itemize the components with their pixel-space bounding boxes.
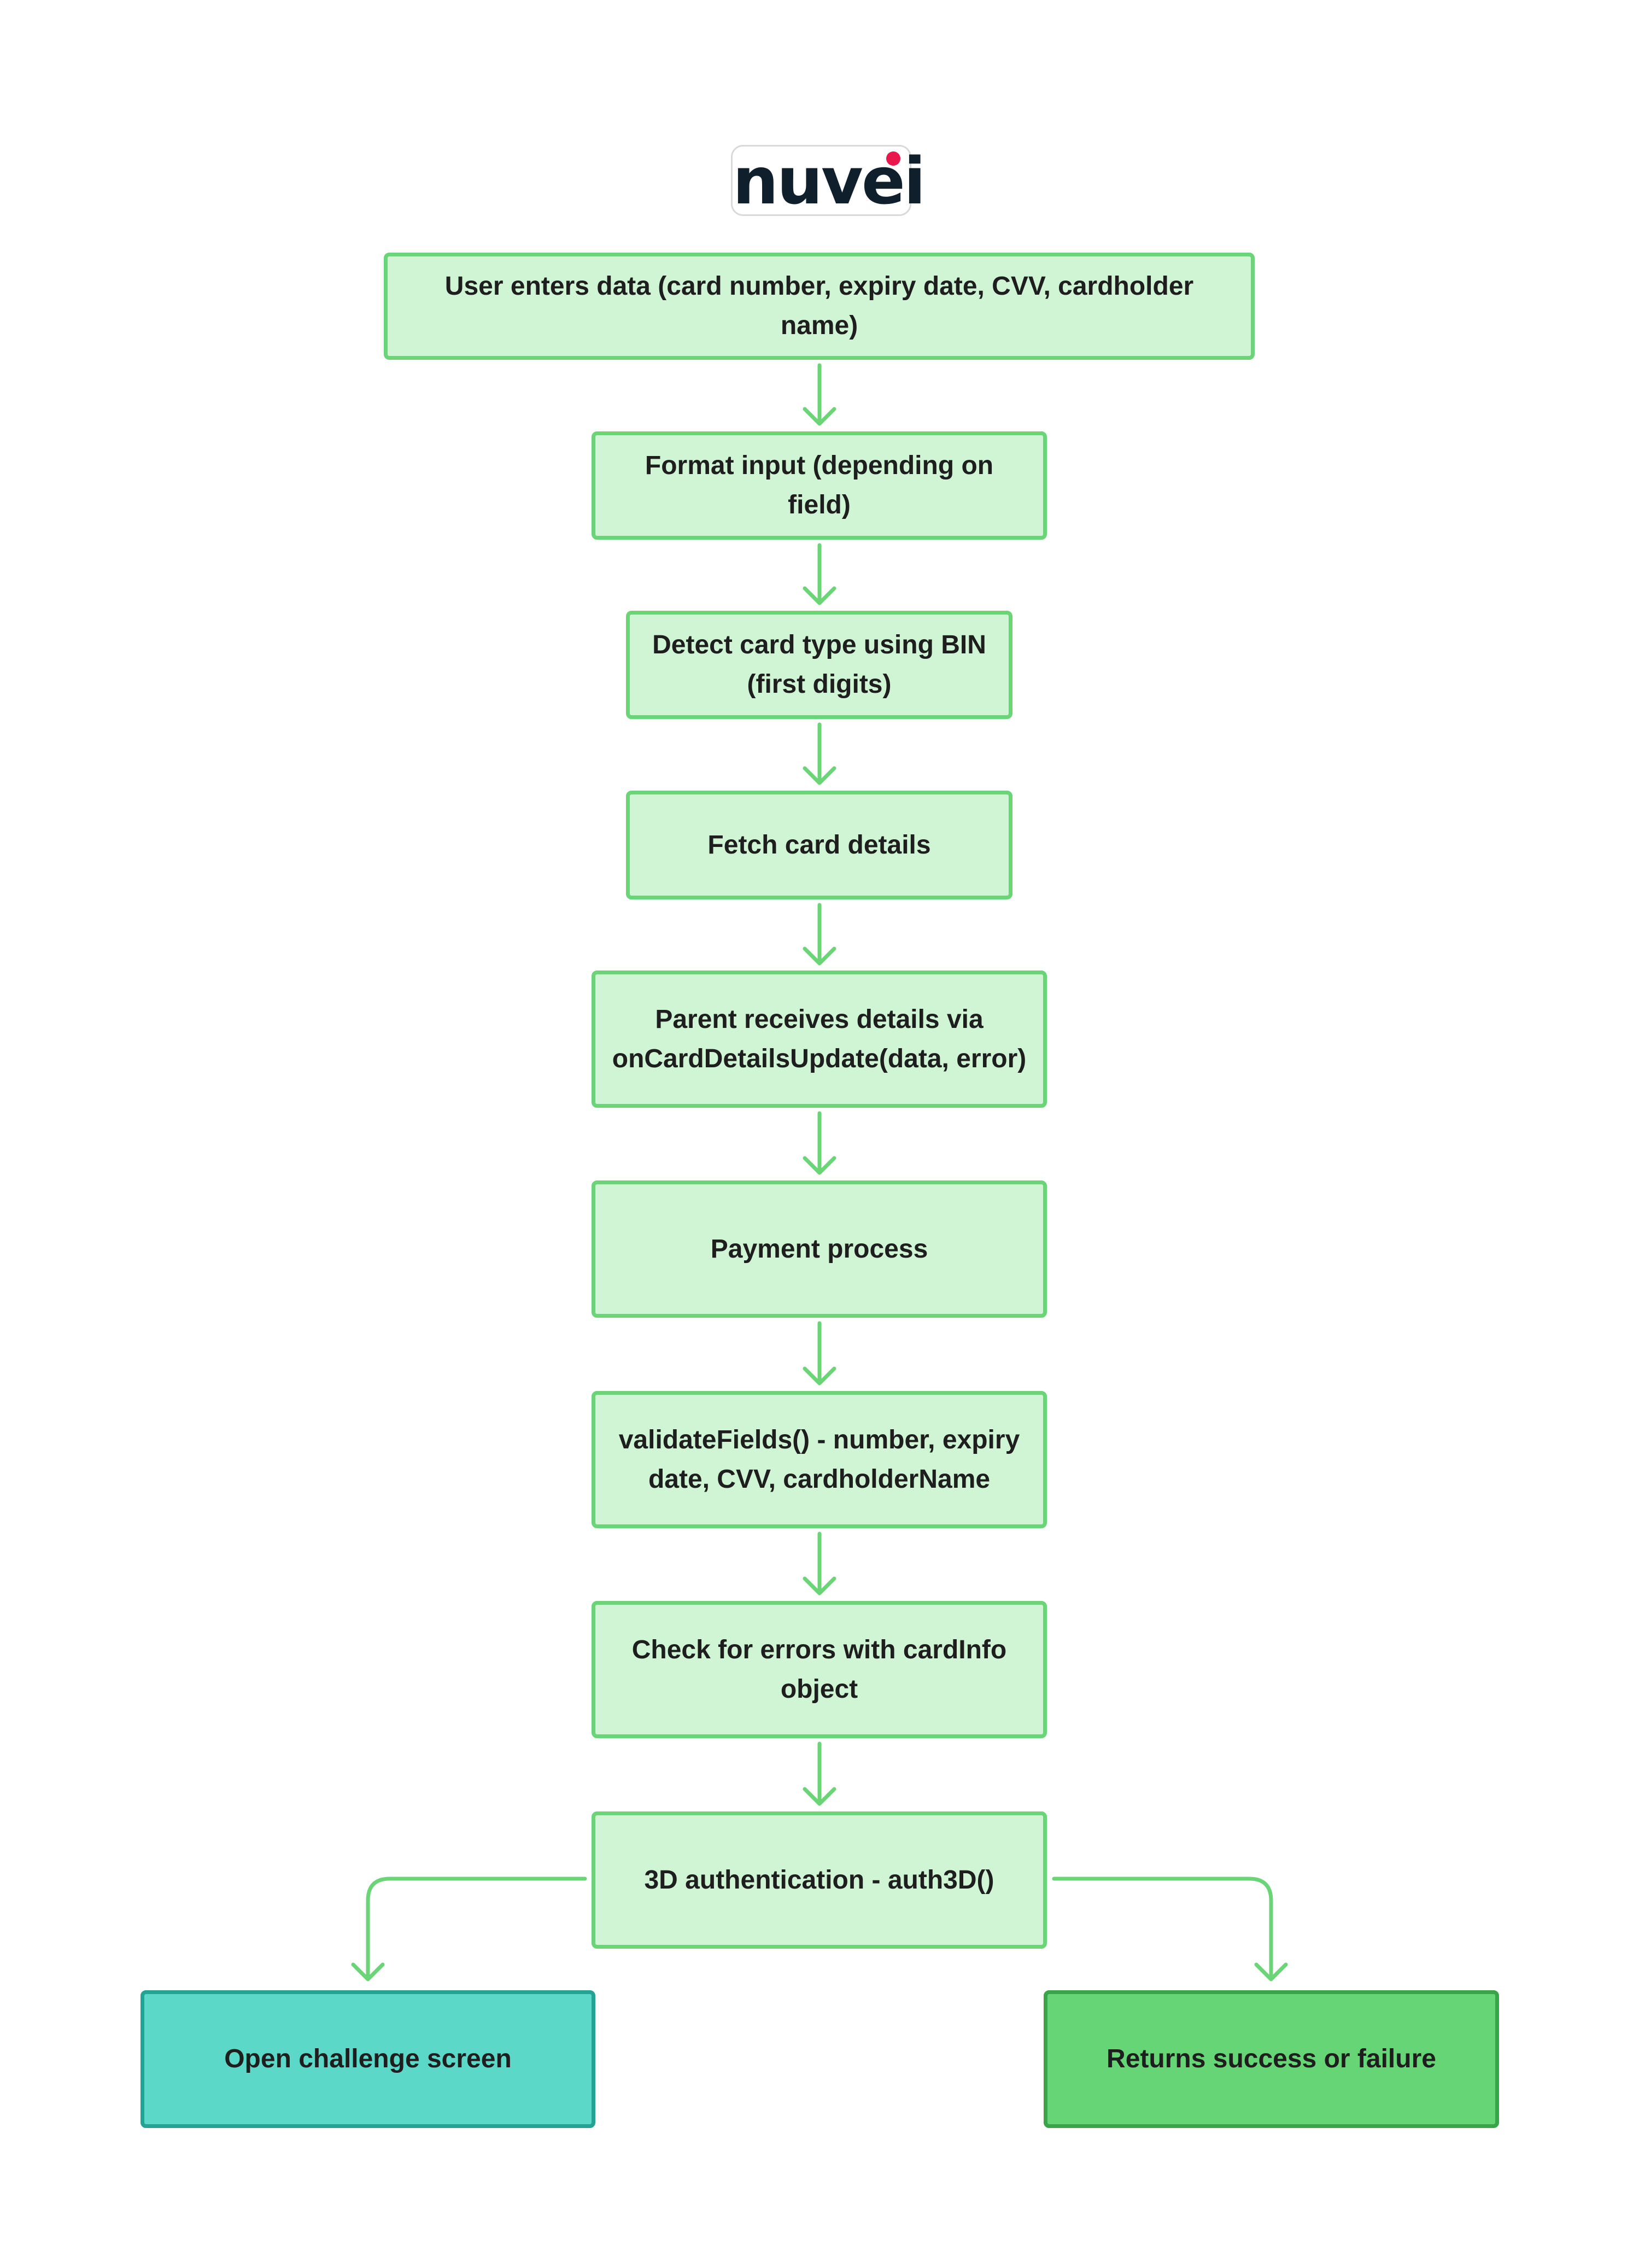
- node-label: 3D authentication - auth3D(): [644, 1865, 994, 1895]
- logo-dot: [886, 151, 900, 166]
- node-payment-process: Payment process: [592, 1180, 1047, 1318]
- node-label: Format input (depending on field): [645, 451, 994, 519]
- node-format-input: Format input (depending on field): [592, 431, 1047, 540]
- node-user-enters-data: User enters data (card number, expiry da…: [384, 253, 1255, 360]
- node-detect-card-type: Detect card type using BIN (first digits…: [626, 611, 1012, 719]
- node-returns-success-failure: Returns success or failure: [1044, 1990, 1499, 2128]
- node-label: User enters data (card number, expiry da…: [444, 272, 1194, 340]
- arrow-auth-to-challenge: [351, 1877, 587, 1981]
- arrow-payment-to-validate: [803, 1321, 836, 1386]
- node-label: Returns success or failure: [1107, 2044, 1436, 2073]
- node-auth-3d: 3D authentication - auth3D(): [592, 1811, 1047, 1949]
- node-validate-fields: validateFields() - number, expiry date, …: [592, 1391, 1047, 1528]
- node-parent-receives-details: Parent receives details via onCardDetail…: [592, 971, 1047, 1108]
- node-fetch-card-details: Fetch card details: [626, 791, 1012, 899]
- arrow-validate-to-check: [803, 1532, 836, 1595]
- arrow-detect-to-fetch: [803, 722, 836, 785]
- node-label: Fetch card details: [707, 830, 931, 860]
- node-label: Open challenge screen: [224, 2044, 512, 2073]
- node-label: Detect card type using BIN (first digits…: [652, 630, 986, 699]
- node-label: Check for errors with cardInfo object: [631, 1635, 1007, 1704]
- arrow-check-to-auth: [803, 1741, 836, 1806]
- arrow-fetch-to-parent: [803, 903, 836, 966]
- arrow-parent-to-payment: [803, 1111, 836, 1175]
- arrow-user-to-format: [803, 363, 836, 426]
- arrow-format-to-detect: [803, 543, 836, 605]
- node-label: Parent receives details via onCardDetail…: [612, 1004, 1027, 1073]
- node-label: Payment process: [710, 1234, 928, 1264]
- node-open-challenge-screen: Open challenge screen: [141, 1990, 595, 2128]
- node-label: validateFields() - number, expiry date, …: [618, 1425, 1020, 1494]
- arrow-auth-to-result: [1052, 1877, 1288, 1981]
- node-check-errors: Check for errors with cardInfo object: [592, 1601, 1047, 1738]
